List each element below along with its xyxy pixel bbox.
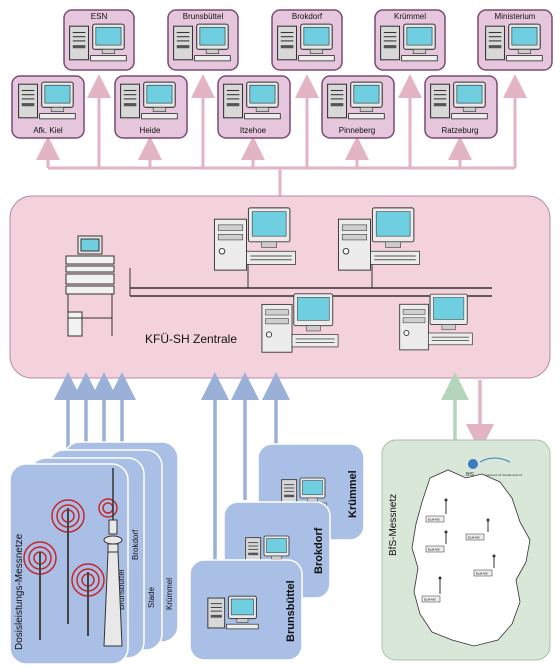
station-label: Heide (140, 126, 161, 135)
station-label: Brunsbüttel (183, 12, 224, 21)
bfs-logo-subtitle: Bundesamt für Strahlenschutz (482, 473, 523, 477)
server-rack-icon (65, 235, 115, 337)
plant-panel-label: Krümmel (347, 470, 359, 518)
bfs-node-icon: ELM-MS ELM-MS ELM-MS ELM-MS ELM-MS (421, 498, 496, 603)
station-brunsbuettel: Brunsbüttel (167, 9, 239, 71)
station-heide: Heide (114, 75, 188, 139)
station-afk-kiel: Afk. Kiel (11, 75, 85, 139)
dose-site-label: Stade (147, 587, 156, 608)
bfs-panel-title: BfS-Messnetz (388, 494, 399, 556)
plant-network-panels: Krümmel Brokdorf Brunsbüttel (189, 443, 365, 661)
station-label: Krümmel (394, 12, 426, 21)
plant-panel-label: Brokdorf (313, 527, 325, 574)
station-label: Brokdorf (292, 12, 323, 21)
bfs-network-arrows (441, 372, 494, 452)
dose-site-label: Brokdorf (131, 529, 140, 560)
plant-network-arrows (201, 372, 290, 566)
bfs-node-label: ELM-MS (428, 518, 440, 522)
station-ratzeburg: Ratzeburg (424, 75, 498, 139)
station-esn: ESN (63, 9, 135, 71)
station-label: Ratzeburg (442, 126, 479, 135)
station-kruemmel: Krümmel (374, 9, 446, 71)
station-label: Itzehoe (240, 126, 267, 135)
dose-site-label: Krümmel (165, 578, 174, 610)
station-bus-lines (36, 74, 527, 196)
station-ministerium: Ministerium (477, 9, 553, 71)
plant-panel-label: Brunsbüttel (285, 580, 297, 642)
central-label: KFÜ-SH Zentrale (145, 332, 237, 346)
station-brokdorf: Brokdorf (271, 9, 343, 71)
station-label: Afk. Kiel (33, 126, 63, 135)
station-label: ESN (91, 12, 108, 21)
dose-site-label: Brunsbüttel (117, 569, 126, 610)
tv-tower-icon (103, 468, 123, 647)
central-office: KFÜ-SH Zentrale (9, 195, 551, 379)
bfs-node-label: ELM-MS (424, 598, 436, 602)
bfs-logo-text: BfS (466, 472, 475, 478)
station-pinneberg: Pinneberg (321, 75, 395, 139)
dose-rate-network-panel: Brunsbüttel Brokdorf Stade Krümmel Dosis… (9, 441, 179, 665)
bfs-network-panel: BfS-Messnetz BfS Bundesamt für Strahlens… (381, 439, 551, 661)
dose-network-arrows (54, 372, 136, 452)
bfs-logo-icon: BfS Bundesamt für Strahlenschutz (466, 457, 523, 478)
bfs-node-label: ELM-MS (468, 536, 480, 540)
station-label: Pinneberg (339, 126, 375, 135)
station-itzehoe: Itzehoe (217, 75, 291, 139)
station-label: Ministerium (495, 12, 536, 21)
dose-panel-title: Dosisleistungs-Messnetze (14, 533, 25, 650)
germany-map (411, 469, 531, 647)
computer-icon (207, 595, 259, 630)
bfs-node-label: ELM-MS (428, 548, 440, 552)
bfs-node-label: ELM-MS (476, 572, 488, 576)
